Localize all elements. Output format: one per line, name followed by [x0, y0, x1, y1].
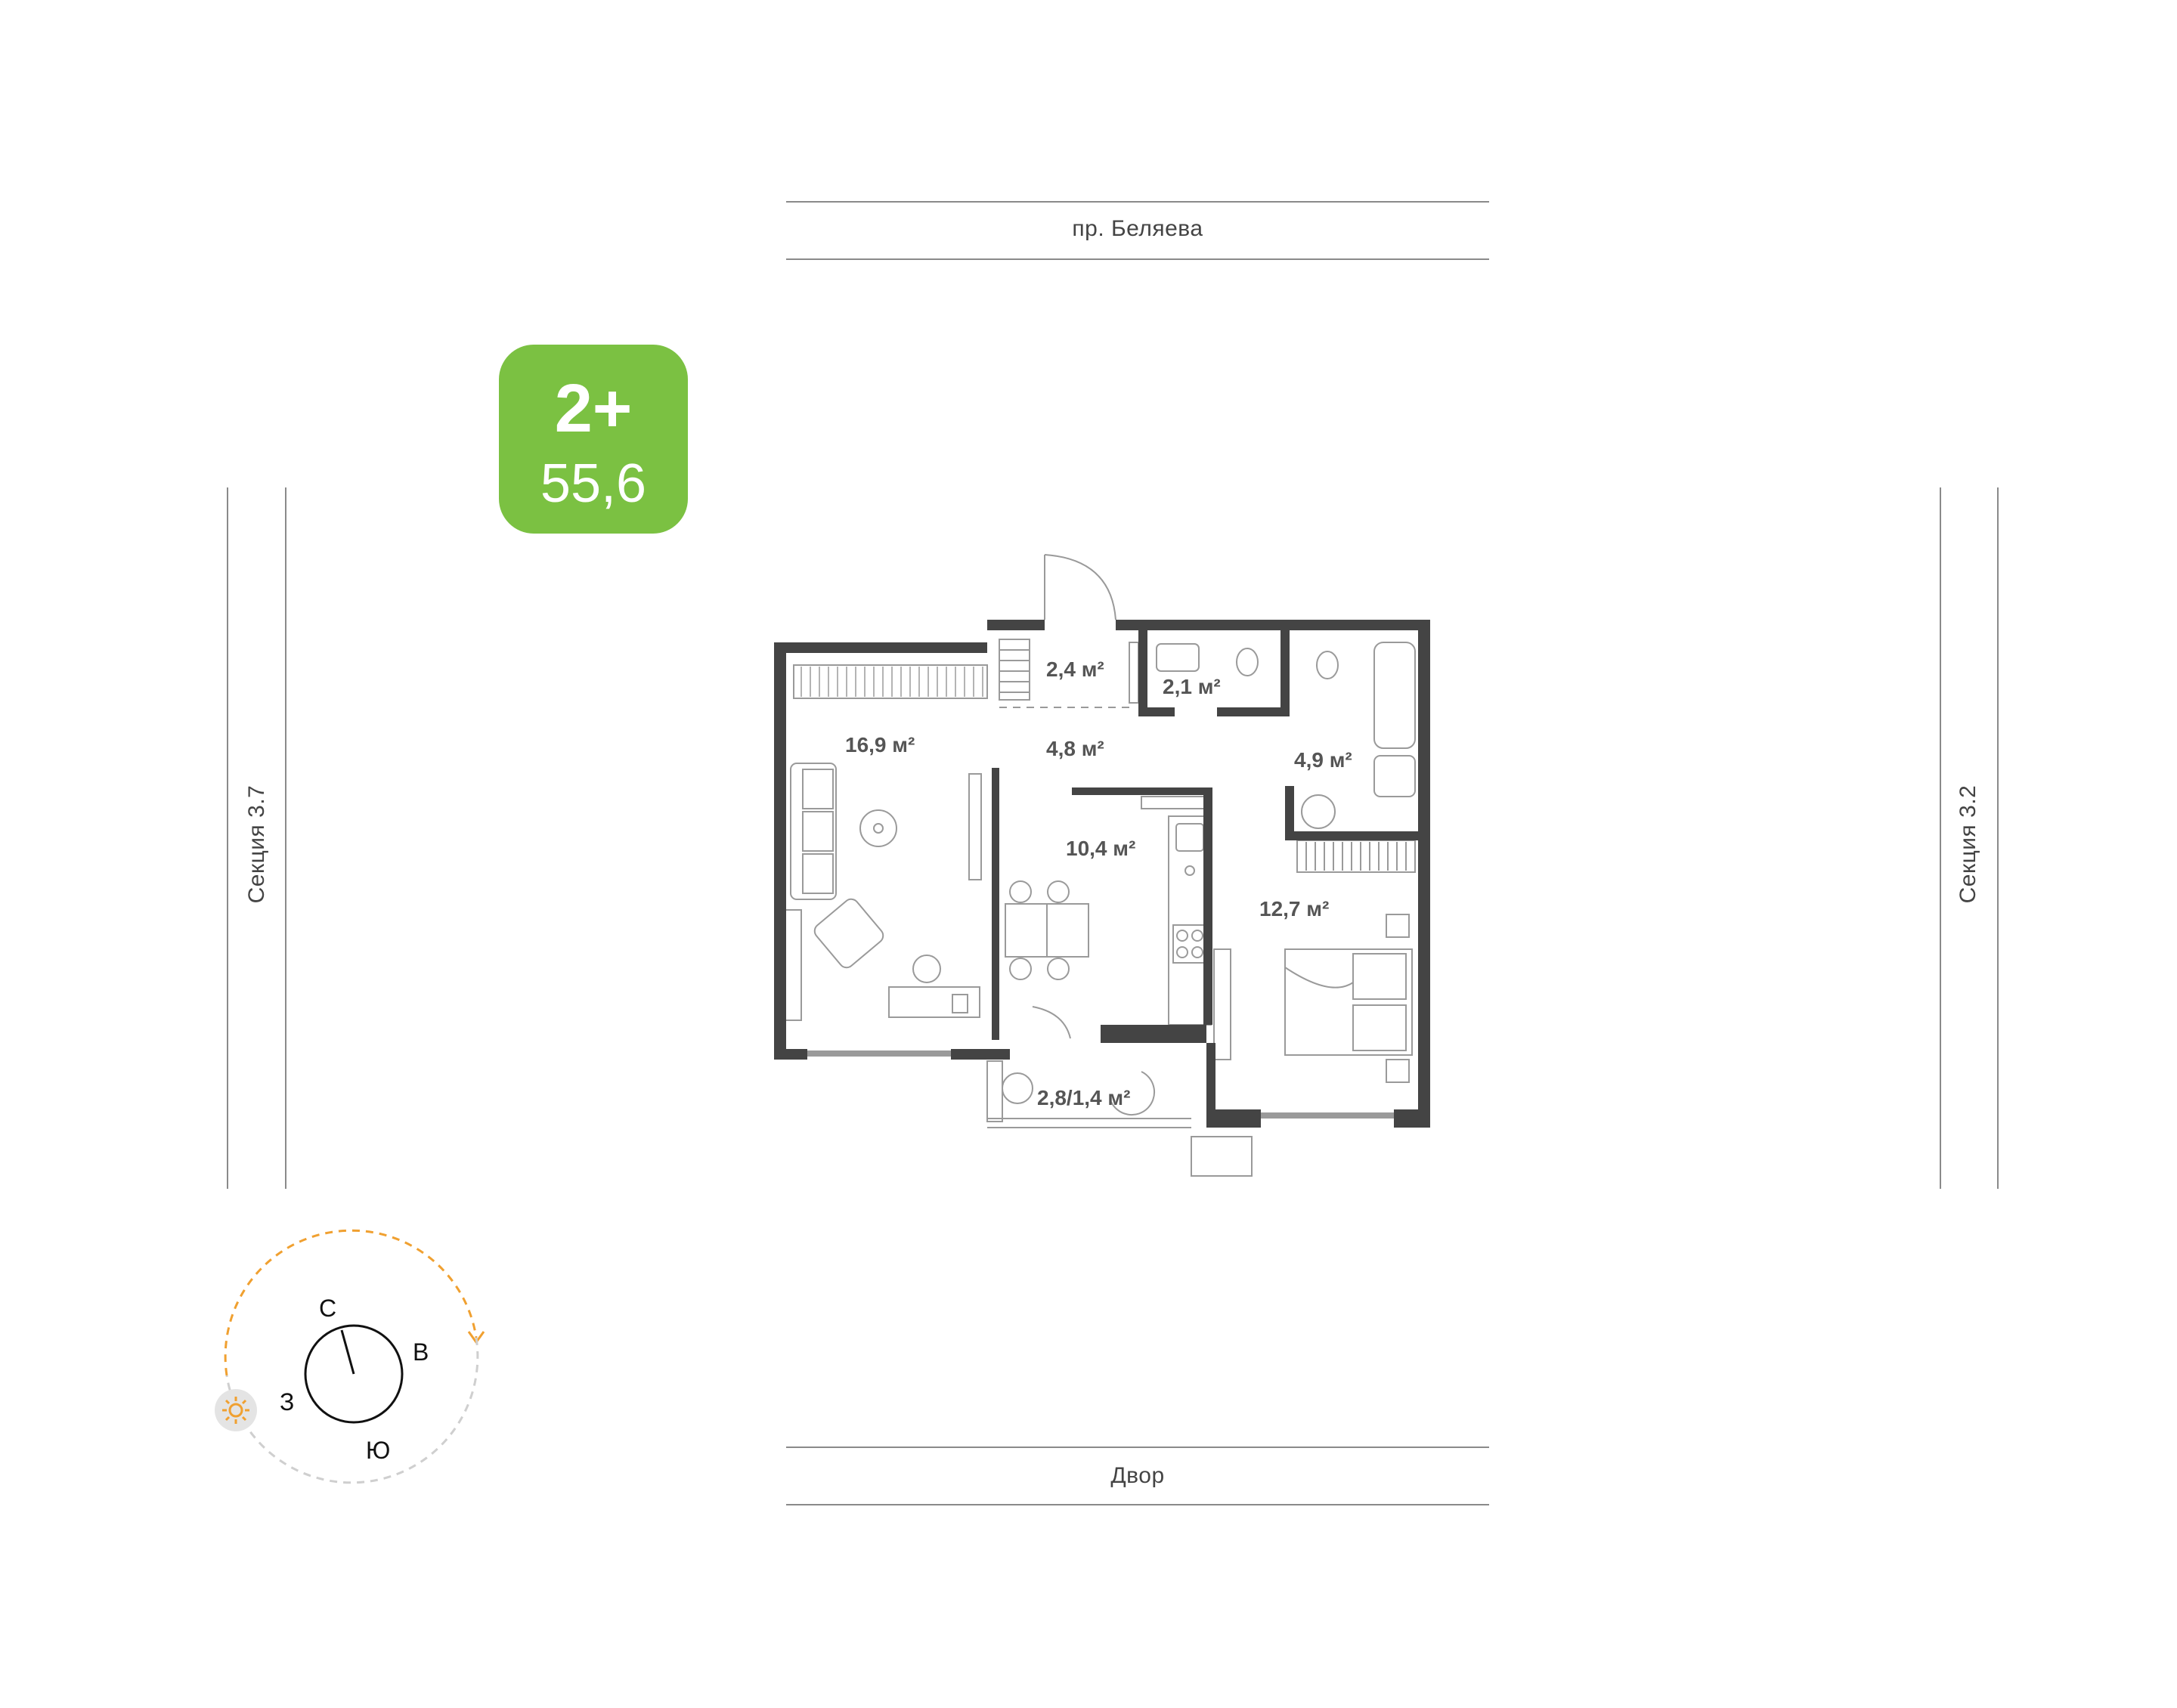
sun-icon [215, 1389, 257, 1431]
bottom-street-label: Двор [1110, 1463, 1165, 1488]
apartment-rooms: 2+ [554, 371, 633, 447]
compass-needle [340, 1329, 355, 1375]
walls-layer [774, 620, 1430, 1128]
room-labels: 16,9 м² 2,4 м² 4,8 м² 2,1 м² 4,9 м² 10,4… [845, 658, 1352, 1109]
left-section-line-outer [227, 487, 228, 1189]
bottom-street-line-upper [786, 1447, 1489, 1448]
compass-west: З [280, 1388, 294, 1416]
apartment-total-area: 55,6 [540, 453, 647, 514]
left-section-line-inner [285, 487, 286, 1189]
compass-north: С [319, 1295, 336, 1322]
sun-path-night [225, 1337, 479, 1484]
room-area-wc: 2,1 м² [1163, 675, 1221, 698]
top-street-label: пр. Беляева [1072, 216, 1203, 241]
room-area-bathroom: 4,9 м² [1294, 748, 1352, 772]
top-street-line-upper [786, 201, 1489, 203]
room-area-balcony: 2,8/1,4 м² [1037, 1086, 1130, 1109]
room-area-living: 16,9 м² [845, 733, 915, 757]
furniture-layer [784, 554, 1416, 1177]
compass: С В З Ю [215, 1229, 485, 1484]
room-area-kitchen: 10,4 м² [1066, 837, 1135, 860]
compass-south: Ю [366, 1437, 390, 1464]
bottom-street-line-lower [786, 1504, 1489, 1505]
room-area-entry-closet: 2,4 м² [1046, 658, 1104, 681]
sun-path-day [224, 1229, 478, 1376]
right-section-line-outer [1997, 487, 1999, 1189]
room-area-bedroom: 12,7 м² [1259, 897, 1329, 921]
right-section-line-inner [1940, 487, 1941, 1189]
top-street-line-lower [786, 258, 1489, 260]
compass-east: В [413, 1338, 429, 1366]
apartment-badge: 2+ 55,6 [499, 345, 688, 534]
room-area-hall: 4,8 м² [1046, 737, 1104, 760]
